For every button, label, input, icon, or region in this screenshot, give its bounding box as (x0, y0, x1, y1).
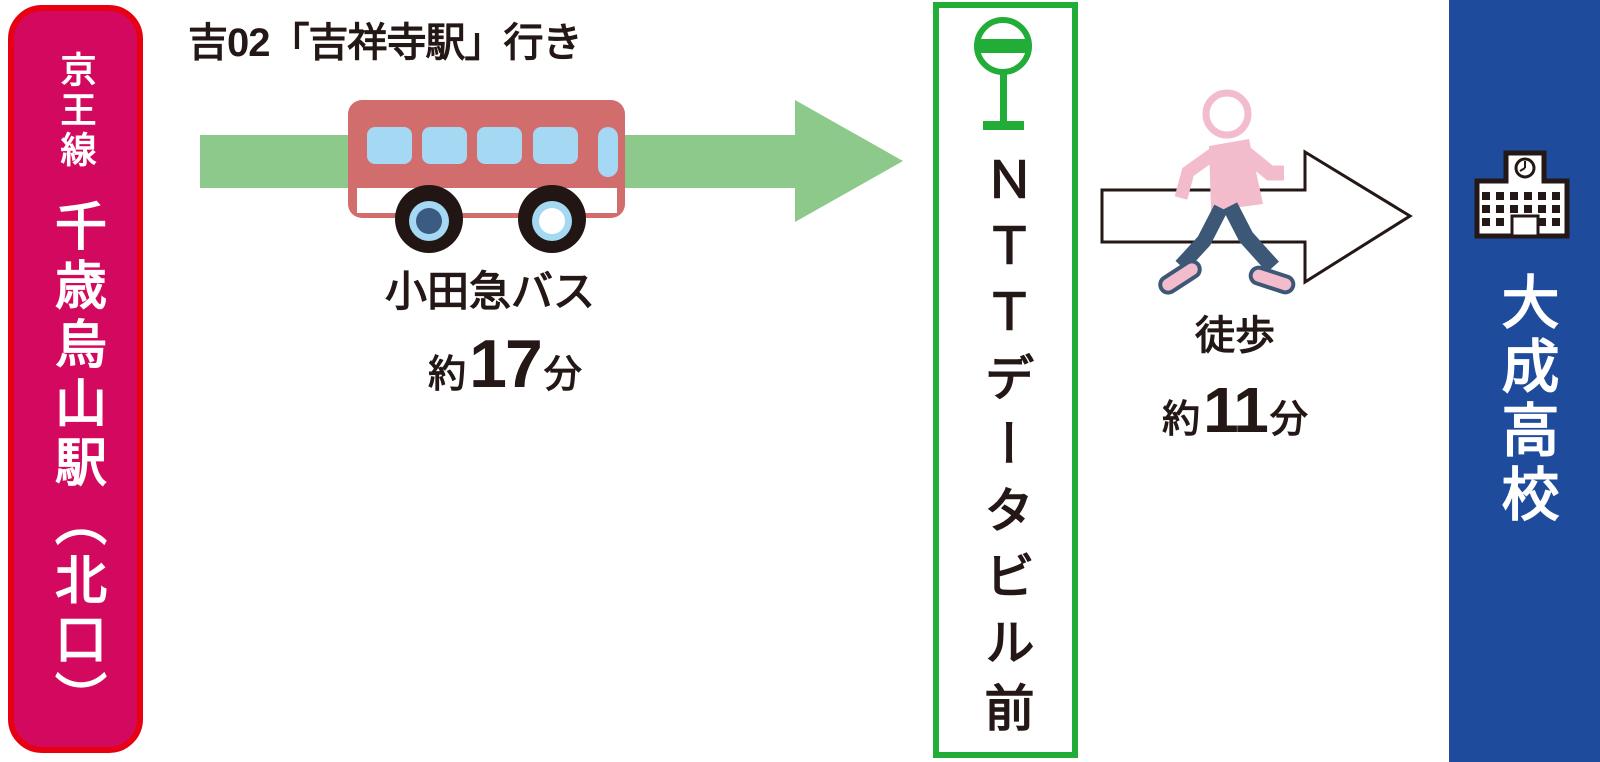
bus-duration-value: 17 (469, 326, 543, 402)
walk-duration-value: 11 (1203, 374, 1269, 446)
walk-duration-prefix: 約 (1162, 399, 1201, 441)
walking-person-icon (1158, 89, 1296, 295)
destination-box: 大成高校 (1449, 0, 1600, 762)
origin-station-name: 千歳烏山駅（北口） (46, 199, 105, 730)
bus-duration-prefix: 約 (428, 354, 467, 396)
origin-station-text: 京王線千歳烏山駅（北口） (46, 11, 105, 747)
walk-mode-label: 徒歩 (1195, 314, 1275, 358)
bus-stop-name: ＮＴＴデータビル前 (977, 154, 1034, 748)
bus-route-arrow-icon (200, 100, 903, 222)
bus-duration-suffix: 分 (543, 354, 582, 396)
railway-line-label: 京王線 (55, 51, 97, 171)
bus-route-label: 吉02「吉祥寺駅」行き (188, 21, 582, 65)
bus-operator-label: 小田急バス (384, 268, 595, 315)
bus-icon (348, 100, 625, 253)
bus-duration: 約 17 分 (340, 330, 670, 398)
walk-route-arrow-icon (1100, 149, 1413, 285)
destination-name: 大成高校 (1492, 272, 1558, 528)
walk-duration-suffix: 分 (1269, 399, 1308, 441)
bus-stop-box: ＮＴＴデータビル前 (933, 2, 1078, 758)
walk-duration: 約 11 分 (1090, 378, 1380, 442)
origin-station-box: 京王線千歳烏山駅（北口） (8, 5, 143, 753)
